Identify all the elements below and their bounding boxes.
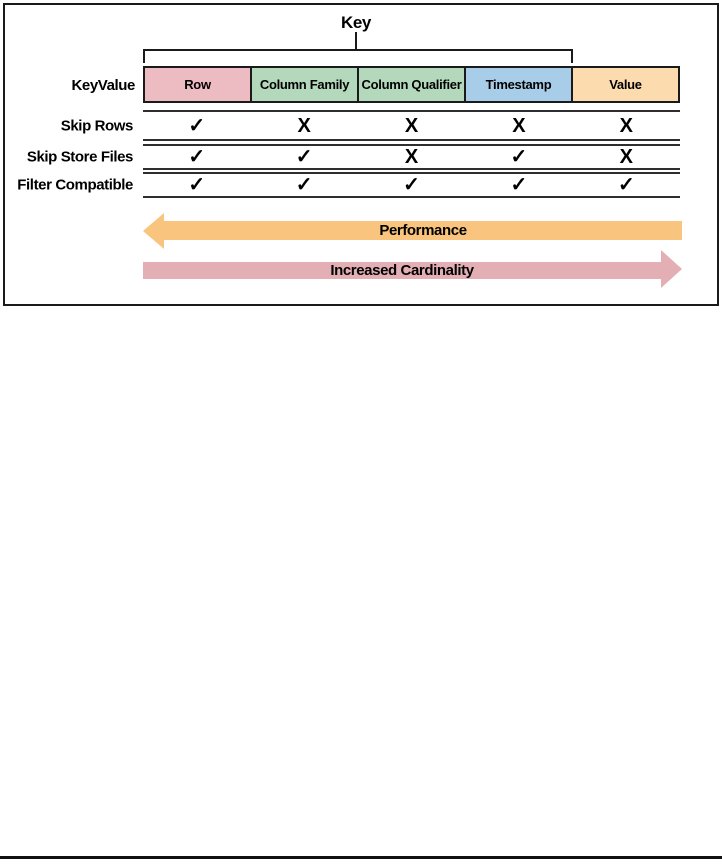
check-mark: ✓ xyxy=(188,146,206,168)
cell-column-family: Column Family xyxy=(250,66,359,103)
x-mark: X xyxy=(619,146,633,168)
row-label: Skip Store Files xyxy=(26,148,134,166)
cell-row: Row xyxy=(143,66,252,103)
cell-column-qualifier: Column Qualifier xyxy=(357,66,466,103)
row-marks: ✓ X X X X xyxy=(143,110,680,141)
x-mark: X xyxy=(619,114,633,137)
check-mark: ✓ xyxy=(617,174,635,196)
arrow-head-right-icon xyxy=(661,250,682,288)
check-mark: ✓ xyxy=(295,174,313,196)
check-mark: ✓ xyxy=(188,114,206,137)
keyvalue-header-row: Row Column Family Column Qualifier Times… xyxy=(143,66,680,103)
figure-frame: Key KeyValue Row Column Family Column Qu… xyxy=(3,3,719,306)
x-mark: X xyxy=(404,114,419,137)
x-mark: X xyxy=(404,146,419,168)
key-label: Key xyxy=(341,13,371,32)
matrix-row-skip-rows: Skip Rows ✓ X X X X xyxy=(5,110,680,141)
keyvalue-label: KeyValue xyxy=(71,77,135,94)
key-bracket-bar xyxy=(143,49,573,51)
row-label: Skip Rows xyxy=(60,117,134,134)
row-marks: ✓ ✓ X ✓ X xyxy=(143,144,680,170)
check-mark: ✓ xyxy=(510,146,528,168)
increased-cardinality-arrow-label: Increased Cardinality xyxy=(330,262,474,279)
arrow-body xyxy=(163,221,682,240)
arrow-body xyxy=(143,262,662,279)
key-bracket-stem xyxy=(355,32,357,49)
check-mark: ✓ xyxy=(510,174,528,196)
key-bracket-tick-right xyxy=(571,49,573,63)
cell-timestamp: Timestamp xyxy=(464,66,573,103)
key-bracket-tick-left xyxy=(143,49,145,63)
matrix-row-filter-compatible: Filter Compatible ✓ ✓ ✓ ✓ ✓ xyxy=(5,172,680,198)
matrix-row-skip-store-files: Skip Store Files ✓ ✓ X ✓ X xyxy=(5,144,680,170)
check-mark: ✓ xyxy=(188,174,206,196)
x-mark: X xyxy=(512,114,526,137)
x-mark: X xyxy=(297,114,311,137)
row-label: Filter Compatible xyxy=(17,176,133,194)
performance-arrow-label: Performance xyxy=(379,222,467,239)
arrow-head-left-icon xyxy=(143,213,164,249)
check-mark: ✓ xyxy=(403,174,420,196)
row-marks: ✓ ✓ ✓ ✓ ✓ xyxy=(143,172,680,198)
increased-cardinality-arrow: Increased Cardinality xyxy=(143,250,682,288)
check-mark: ✓ xyxy=(295,146,313,168)
cell-value: Value xyxy=(571,66,680,103)
performance-arrow: Performance xyxy=(143,213,682,249)
page-bottom-rule xyxy=(0,856,722,859)
